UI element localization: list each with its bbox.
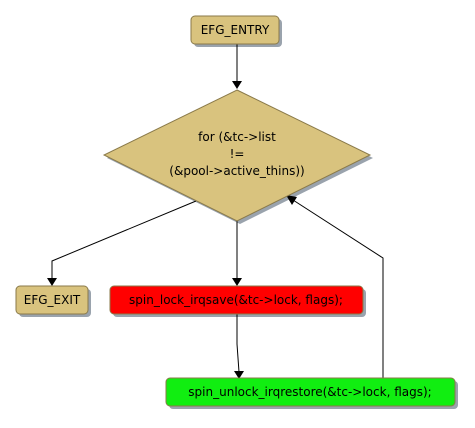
arrowhead-decision-to-lock (232, 278, 242, 286)
decision-line-3: (&pool->active_thins)) (169, 164, 304, 178)
node-exit: EFG_EXIT (15, 285, 89, 315)
node-decision: for (&tc->list != (&pool->active_thins)) (102, 89, 372, 222)
node-entry: EFG_ENTRY (190, 15, 280, 45)
node-entry-label: EFG_ENTRY (201, 23, 270, 37)
edges (47, 44, 384, 379)
arrowhead-entry-to-decision (232, 81, 242, 89)
arrowhead-unlock-to-decision (286, 195, 297, 205)
node-unlock-label: spin_unlock_irqrestore(&tc->lock, flags)… (188, 385, 431, 399)
node-exit-label: EFG_EXIT (24, 293, 81, 307)
arrowhead-lock-to-unlock (234, 371, 244, 379)
edge-unlock-to-decision (292, 199, 384, 378)
edge-decision-to-exit (51, 200, 197, 280)
decision-line-1: for (&tc->list (198, 130, 276, 144)
node-lock: spin_lock_irqsave(&tc->lock, flags); (109, 285, 364, 315)
edge-lock-to-unlock (236, 314, 240, 373)
decision-line-2: != (230, 147, 245, 161)
node-lock-label: spin_lock_irqsave(&tc->lock, flags); (129, 293, 343, 307)
node-unlock: spin_unlock_irqrestore(&tc->lock, flags)… (165, 377, 456, 407)
arrowhead-decision-to-exit (47, 278, 57, 286)
